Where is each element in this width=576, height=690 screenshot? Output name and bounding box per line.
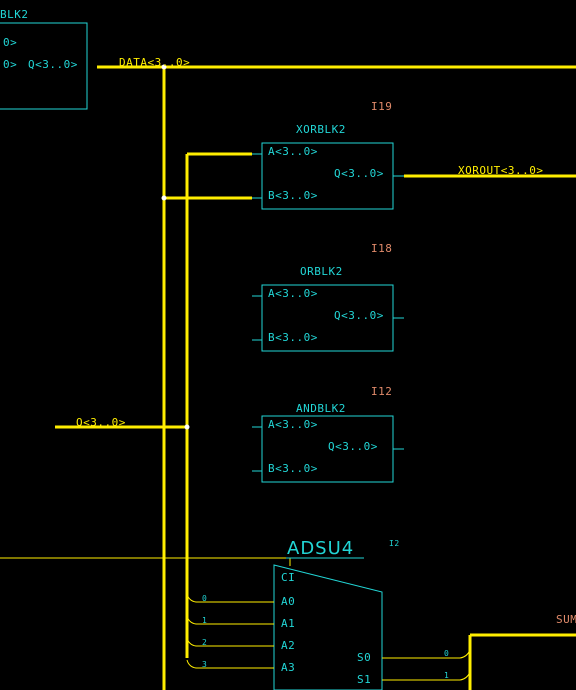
junction-dot — [161, 64, 167, 70]
block-type-label: ANDBLK2 — [296, 402, 346, 415]
net-label-q[interactable]: Q<3..0> — [76, 416, 126, 429]
pin-label: B<3..0> — [268, 331, 318, 344]
pin-label: Q<3..0> — [328, 440, 378, 453]
pin-label: S0 — [357, 651, 372, 664]
instance-label: I18 — [371, 242, 393, 255]
pin-label: A<3..0> — [268, 145, 318, 158]
block-name-label: BLK2 — [0, 8, 29, 21]
net-label-xorout[interactable]: XOROUT<3..0> — [458, 164, 544, 177]
pin-label: S1 — [357, 673, 372, 686]
pin-label: CI — [281, 571, 296, 584]
pin-label: B<3..0> — [268, 189, 318, 202]
pin-label: A2 — [281, 639, 296, 652]
net-label-sum[interactable]: SUM — [556, 613, 576, 626]
junction-dot — [161, 195, 167, 201]
bus-tap-label: 1 — [444, 671, 450, 680]
pin-label: 0> — [3, 58, 18, 71]
instance-label: I19 — [371, 100, 393, 113]
block-type-label: XORBLK2 — [296, 123, 346, 136]
andblk2-symbol[interactable] — [252, 415, 404, 483]
pin-label: A3 — [281, 661, 296, 674]
xorblk2-symbol[interactable] — [252, 142, 404, 210]
block-type-label: ORBLK2 — [300, 265, 343, 278]
bus-tap-label: 0 — [202, 594, 208, 603]
top-left-block-symbol[interactable] — [0, 22, 88, 110]
orblk2-symbol[interactable] — [252, 284, 404, 352]
pin-label: Q<3..0> — [334, 309, 384, 322]
adsu4-symbol[interactable] — [186, 557, 471, 690]
instance-label: I12 — [371, 385, 393, 398]
instance-label: I2 — [389, 539, 400, 548]
pin-label: A<3..0> — [268, 287, 318, 300]
pin-label: A1 — [281, 617, 296, 630]
bus-tap-label: 0 — [444, 649, 450, 658]
net-label-data[interactable]: DATA<3..0> — [119, 56, 191, 69]
bus-tap-label: 2 — [202, 638, 208, 647]
pin-label: A<3..0> — [268, 418, 318, 431]
pin-label: B<3..0> — [268, 462, 318, 475]
pin-label: A0 — [281, 595, 296, 608]
pin-label: Q<3..0> — [334, 167, 384, 180]
pin-label: Q<3..0> — [28, 58, 78, 71]
pin-label: 0> — [3, 36, 18, 49]
block-type-label: ADSU4 — [287, 538, 355, 559]
junction-dot — [184, 424, 190, 430]
bus-tap-label: 3 — [202, 660, 208, 669]
bus-tap-label: 1 — [202, 616, 208, 625]
